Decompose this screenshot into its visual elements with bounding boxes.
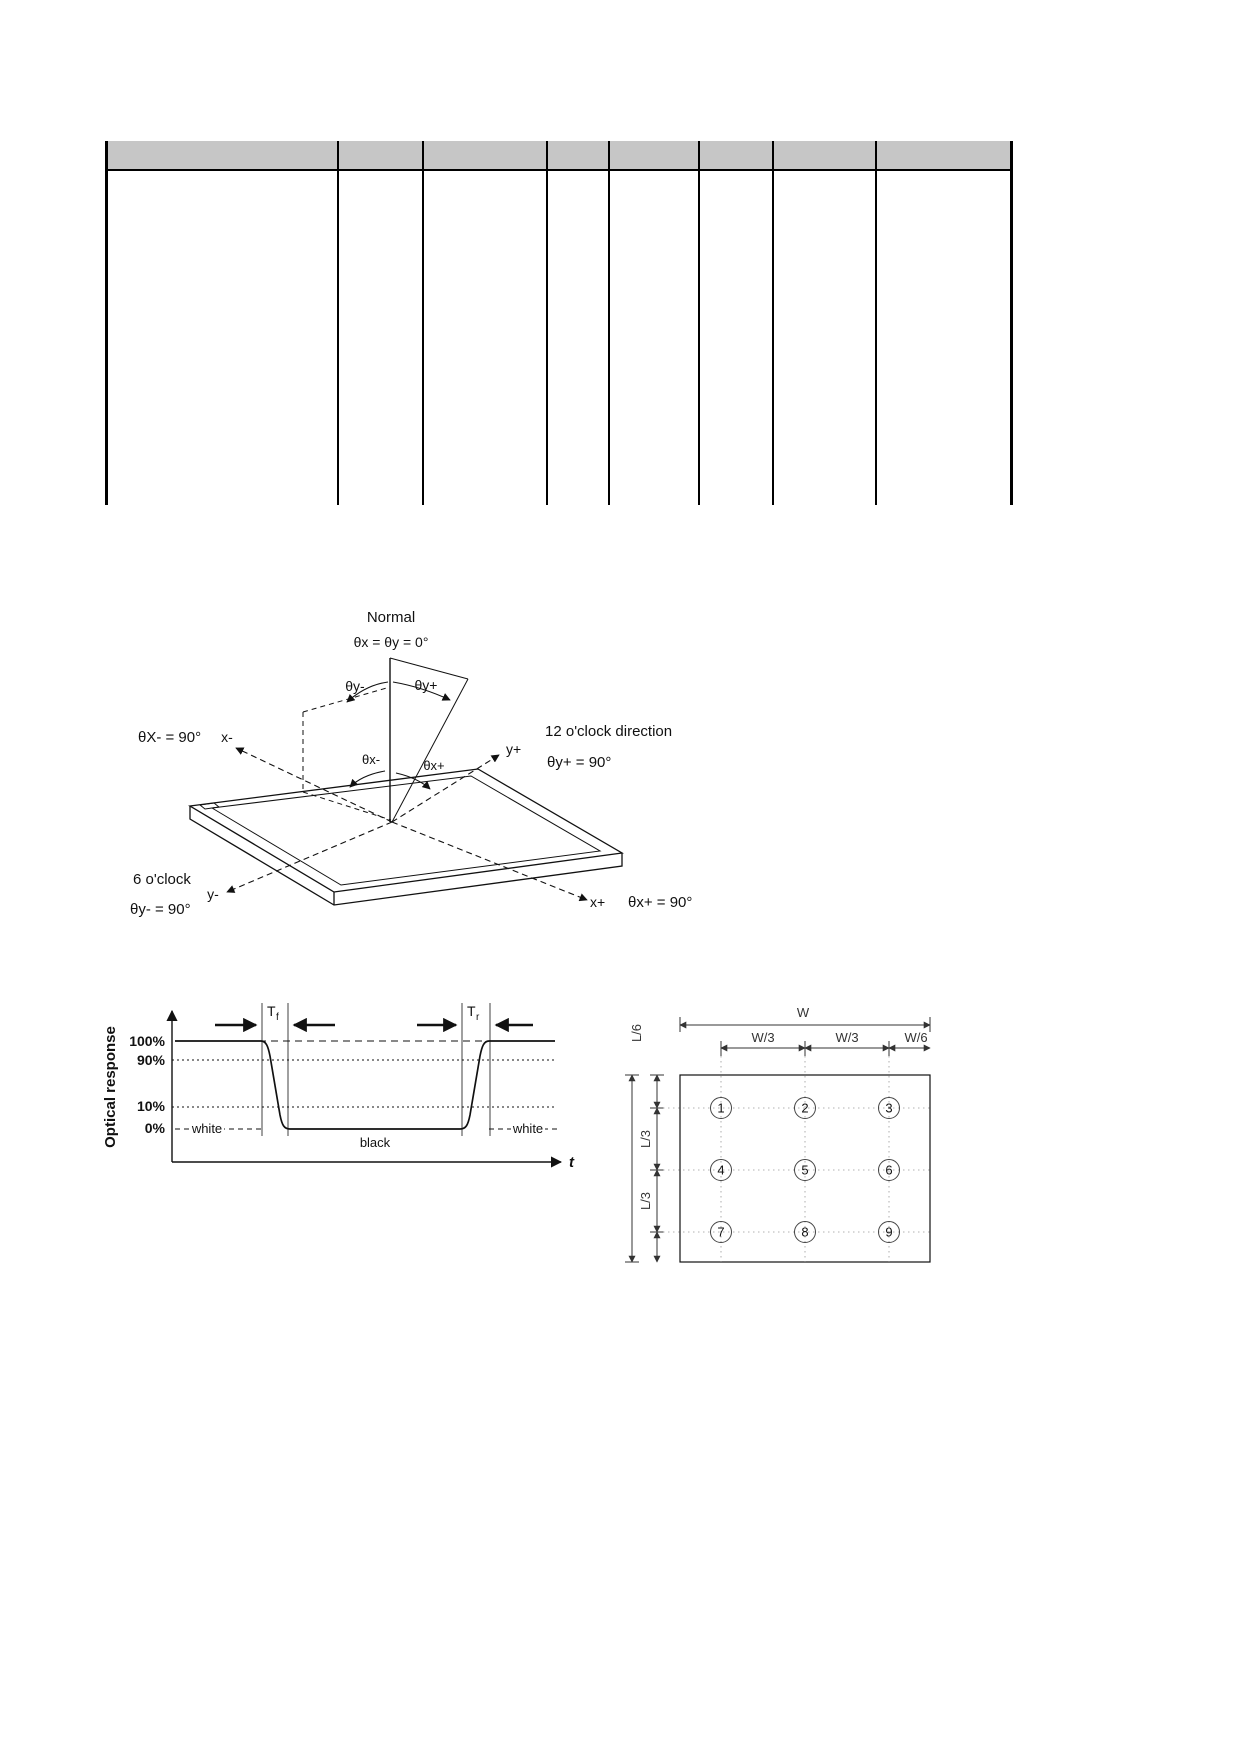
l6-label: L/6	[629, 1024, 644, 1042]
w3-right-label: W/3	[835, 1030, 858, 1045]
normal-axis	[389, 657, 469, 823]
l3-bottom-label: L/3	[638, 1192, 653, 1210]
w3-left-label: W/3	[751, 1030, 774, 1045]
tf-sub-label: f	[276, 1012, 279, 1023]
measurement-points-diagram: W W/3 W/3 W/6 L/6 L/3 L/3 1 2 3 4	[625, 1005, 931, 1263]
x-plus-axis	[391, 821, 588, 902]
viewing-angle-diagram: Normal θx = θy = 0° θy- θy+ θX- = 90° x-…	[130, 609, 692, 918]
tf-label: T	[267, 1003, 276, 1019]
theta-y-plus-max-label: θy+ = 90°	[547, 754, 611, 771]
tr-sub-label: r	[476, 1012, 480, 1023]
measurement-point: 3	[878, 1097, 900, 1119]
spec-table	[105, 141, 1013, 505]
theta-x-plus-label: θx+	[423, 758, 444, 773]
table-column-line	[698, 141, 700, 505]
theta-x-minus-label: θx-	[362, 752, 380, 767]
point-number: 5	[801, 1163, 808, 1178]
level-90-label: 90%	[137, 1052, 166, 1068]
spec-table-header-row	[105, 141, 1013, 171]
point-number: 4	[717, 1163, 724, 1178]
normal-label: Normal	[367, 609, 415, 626]
theta-y-minus-max-label: θy- = 90°	[130, 901, 191, 918]
point-number: 7	[717, 1225, 724, 1240]
point-number: 8	[801, 1225, 808, 1240]
y-plus-label: y+	[506, 741, 521, 757]
y-plus-axis	[391, 754, 500, 823]
y-minus-label: y-	[207, 886, 219, 902]
point-number: 3	[885, 1101, 892, 1116]
x-minus-label: x-	[221, 729, 233, 745]
point-number: 1	[717, 1101, 724, 1116]
table-column-line	[875, 141, 877, 505]
white-right-label: white	[512, 1121, 543, 1136]
level-10-label: 10%	[137, 1098, 166, 1114]
level-0-label: 0%	[145, 1120, 166, 1136]
table-column-line	[546, 141, 548, 505]
measurement-point: 6	[878, 1159, 900, 1181]
point-number: 2	[801, 1101, 808, 1116]
measurement-point: 7	[710, 1221, 732, 1243]
theta-x-plus-max-label: θx+ = 90°	[628, 894, 692, 911]
y-axis-label: Optical response	[102, 1026, 119, 1148]
width-dimensions	[679, 1017, 931, 1056]
table-column-line	[772, 141, 774, 505]
x-minus-axis	[235, 747, 393, 823]
theta-y-plus-label: θy+	[415, 677, 438, 693]
table-column-line	[608, 141, 610, 505]
response-curve	[175, 1040, 555, 1130]
transition-markers	[261, 1003, 491, 1136]
measurement-point: 9	[878, 1221, 900, 1243]
normal-angles-label: θx = θy = 0°	[354, 634, 429, 650]
tr-label: T	[467, 1003, 476, 1019]
point-number: 6	[885, 1163, 892, 1178]
angle-arcs	[346, 681, 451, 790]
measurement-point: 1	[710, 1097, 732, 1119]
measurement-point: 4	[710, 1159, 732, 1181]
table-border-left	[105, 141, 108, 505]
table-column-line	[337, 141, 339, 505]
white-left-label: white	[191, 1121, 222, 1136]
optical-response-diagram: Optical response 100% 90% 10% 0% T f T r…	[102, 1003, 575, 1171]
height-dimensions	[625, 1074, 664, 1263]
reference-lines	[172, 1040, 557, 1130]
measurement-point: 2	[794, 1097, 816, 1119]
six-oclock-label: 6 o'clock	[133, 871, 191, 888]
black-label: black	[360, 1135, 391, 1150]
level-100-label: 100%	[129, 1033, 165, 1049]
theta-y-minus-label: θy-	[345, 678, 365, 694]
point-number: 9	[885, 1225, 892, 1240]
label-mask	[190, 1122, 224, 1135]
table-border-right	[1010, 141, 1013, 505]
measurement-point: 8	[794, 1221, 816, 1243]
panel-axes	[226, 747, 588, 902]
response-axes	[166, 1009, 563, 1168]
l3-top-label: L/3	[638, 1130, 653, 1148]
w6-label: W/6	[904, 1030, 927, 1045]
width-label: W	[797, 1005, 810, 1020]
measurement-point: 5	[794, 1159, 816, 1181]
measurement-points: 1 2 3 4 5 6 7	[710, 1097, 900, 1243]
x-plus-label: x+	[590, 894, 605, 910]
lcd-panel-outline	[188, 768, 624, 906]
label-mask	[511, 1122, 545, 1135]
twelve-oclock-label: 12 o'clock direction	[545, 723, 672, 740]
time-axis-label: t	[569, 1154, 575, 1171]
table-column-line	[422, 141, 424, 505]
theta-x-minus-max-label: θX- = 90°	[138, 729, 201, 746]
